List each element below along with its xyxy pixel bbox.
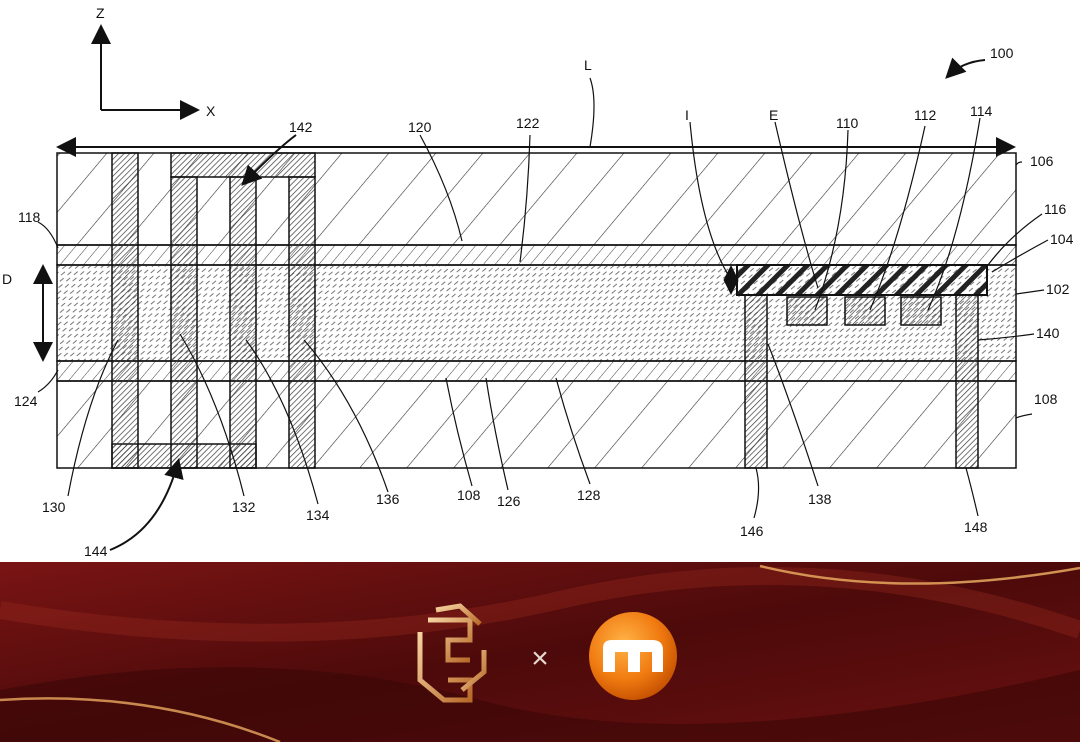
via-136: [288, 176, 316, 469]
label-142: 142: [289, 119, 313, 135]
leader-line: [589, 77, 595, 148]
bottom-layer-108: [56, 380, 1017, 469]
m-circle-logo: [589, 612, 677, 700]
component-110: [786, 296, 828, 326]
label-110: 110: [836, 115, 859, 131]
via-146: [744, 294, 768, 469]
axis-z-label: Z: [96, 5, 105, 21]
interface-layer-126: [56, 360, 1017, 382]
label-130: 130: [42, 499, 66, 515]
reference-labels: 142 120 122 I E 110 112 114 106 116 104 …: [14, 103, 1074, 559]
label-104: 104: [1050, 231, 1074, 247]
separator-x: ×: [531, 642, 549, 675]
label-138: 138: [808, 491, 832, 507]
via-132: [170, 176, 198, 469]
label-136: 136: [376, 491, 400, 507]
label-118: 118: [18, 209, 41, 225]
edge-label: E: [769, 107, 778, 123]
depth-label: D: [2, 271, 12, 287]
figure-pointer-arrow: [945, 57, 986, 79]
label-108-right: 108: [1034, 391, 1058, 407]
component-112: [844, 296, 886, 326]
label-106: 106: [1030, 153, 1054, 169]
label-124: 124: [14, 393, 38, 409]
leader-lines: [37, 117, 1049, 551]
label-134: 134: [306, 507, 330, 523]
cap-layer-116: [736, 264, 988, 296]
via-structure-left: [111, 152, 316, 469]
label-116: 116: [1044, 201, 1067, 217]
interface-layer-104: [56, 244, 1017, 266]
hexagonal-knot-logo: [417, 603, 487, 703]
figure-number: 100: [990, 45, 1014, 61]
label-122: 122: [516, 115, 540, 131]
label-114: 114: [970, 103, 993, 119]
via-130: [111, 152, 139, 469]
top-pad-142: [170, 152, 316, 178]
label-128: 128: [577, 487, 601, 503]
via-148: [955, 294, 979, 469]
inset-label: I: [685, 107, 689, 123]
label-146: 146: [740, 523, 764, 539]
label-120: 120: [408, 119, 432, 135]
brand-banner: ×: [0, 562, 1080, 744]
via-structure-right: [736, 264, 988, 469]
label-132: 132: [232, 499, 256, 515]
coordinate-axes: Z X: [91, 5, 216, 120]
gold-swoosh-bottom: [0, 697, 281, 744]
gold-swoosh-top: [759, 564, 1080, 585]
component-114: [900, 296, 942, 326]
label-140: 140: [1036, 325, 1060, 341]
label-108-bottom: 108: [457, 487, 481, 503]
label-102: 102: [1046, 281, 1070, 297]
label-112: 112: [914, 107, 937, 123]
label-144: 144: [84, 543, 108, 559]
label-126: 126: [497, 493, 521, 509]
via-134: [229, 176, 257, 469]
axis-x-label: X: [206, 103, 216, 119]
label-148: 148: [964, 519, 988, 535]
length-label: L: [584, 57, 592, 73]
